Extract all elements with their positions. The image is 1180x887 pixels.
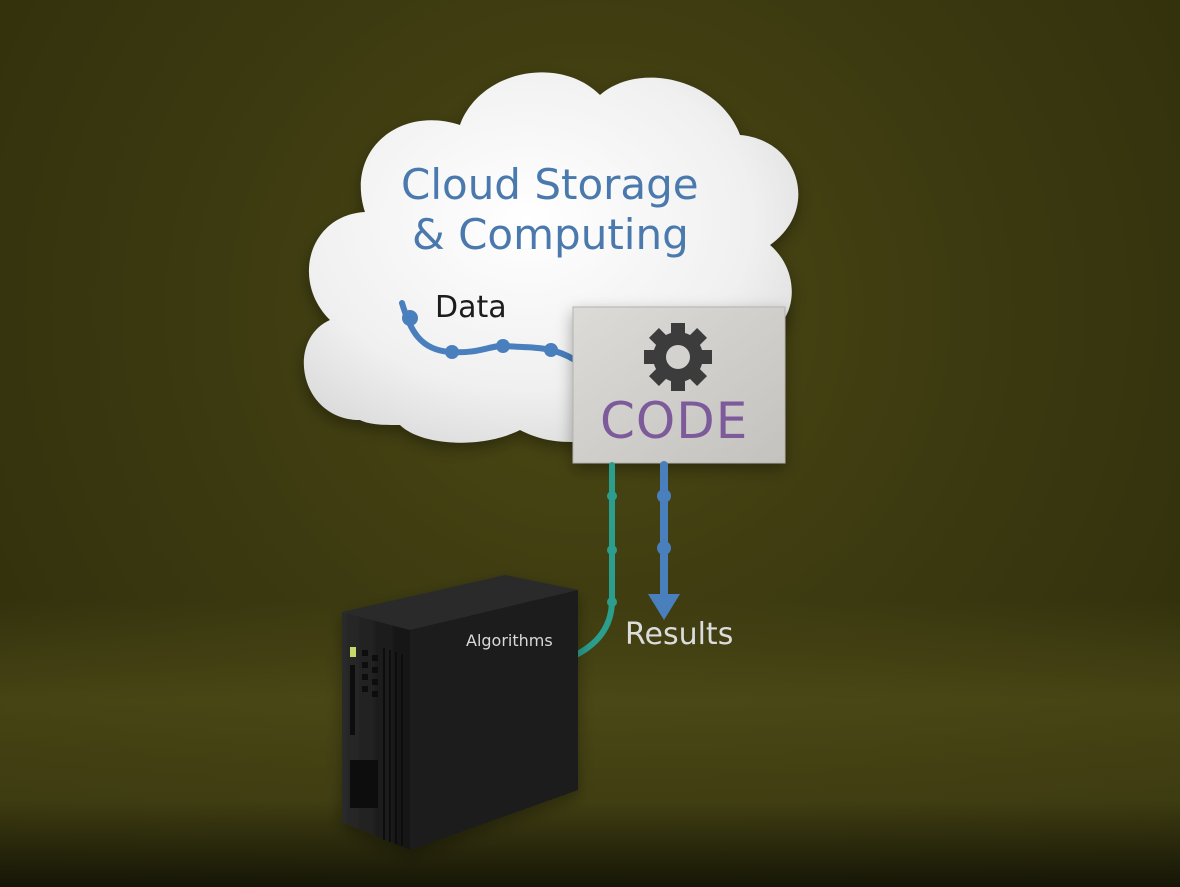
computer-tower-icon [342,575,578,850]
data-label: Data [435,290,507,325]
cloud-title-line1: Cloud Storage [401,160,699,209]
results-label: Results [625,617,734,652]
results-pipe [657,461,671,602]
algorithms-label: Algorithms [466,631,553,650]
code-label: CODE [600,392,749,450]
arrow-down-icon [648,594,680,620]
gear-icon [644,323,712,391]
cloud-title-line2: & Computing [412,210,689,259]
data-pipe [399,300,578,363]
